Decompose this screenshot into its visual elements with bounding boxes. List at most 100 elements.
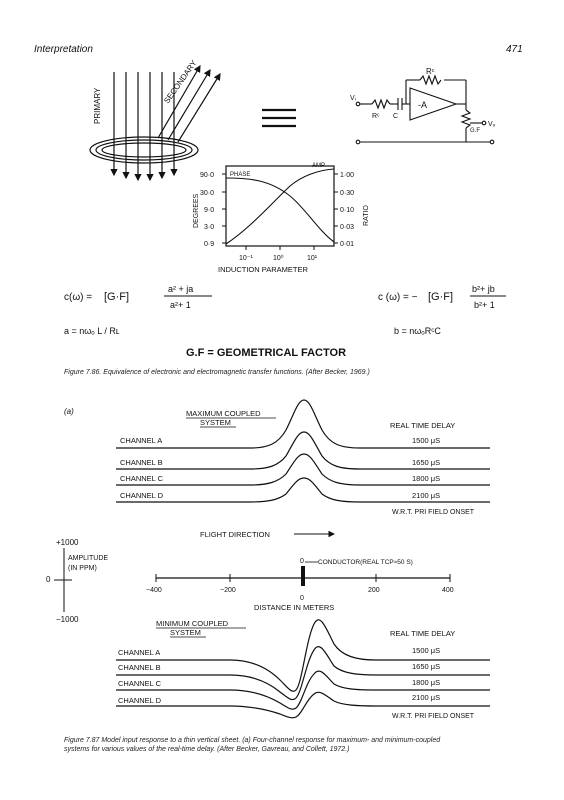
min-trace-c <box>116 670 490 710</box>
eq-left-gf: [G·F] <box>104 291 129 303</box>
eq-left-lhs: c(ω) = <box>64 292 92 303</box>
min-trace-d <box>116 691 490 719</box>
equivalence-symbol <box>262 108 296 128</box>
min-wrt: W.R.T. PRI FIELD ONSET <box>392 713 475 720</box>
circuit-rc-left: Rᶜ <box>372 113 380 120</box>
circuit-amp: -A <box>418 100 427 110</box>
eq-right-den: b²+ 1 <box>474 300 495 310</box>
panel-label: (a) <box>64 407 74 416</box>
primary-label: PRIMARY <box>93 87 102 124</box>
amp-label-2: (IN PPM) <box>68 565 97 572</box>
max-delay-b: 1650 μS <box>412 458 440 467</box>
min-channel-b: CHANNEL B <box>118 663 161 672</box>
max-channel-a: CHANNEL A <box>120 436 162 445</box>
chart-x-tick-1: 10⁰ <box>273 254 284 262</box>
distance-label: DISTANCE IN METERS <box>254 603 334 612</box>
chart-right-tick-2: 0·10 <box>340 207 354 214</box>
running-header: Interpretation <box>34 44 93 55</box>
max-title-2: SYSTEM <box>200 418 231 427</box>
chart-right-tick-1: 0·30 <box>340 190 354 197</box>
chart-left-tick-0: 90·0 <box>200 172 214 179</box>
amp-bottom: −1000 <box>56 615 79 624</box>
circuit-rc-top: Rᶜ <box>426 67 435 76</box>
max-wrt: W.R.T. PRI FIELD ONSET <box>392 509 475 516</box>
chart-ylabel-right: RATIO <box>363 205 370 226</box>
loop-outer <box>89 136 199 164</box>
min-title: MINIMUM COUPLED <box>156 619 229 628</box>
conductor-zero: 0 <box>300 558 304 565</box>
figure-786-caption: Figure 7.86. Equivalence of electronic a… <box>64 369 370 376</box>
loop-inner <box>101 142 187 158</box>
axis-tick-200: 200 <box>368 587 380 594</box>
min-channel-c: CHANNEL C <box>118 679 162 688</box>
max-coupled-traces <box>116 399 490 503</box>
min-trace-a <box>116 619 490 692</box>
min-channel-d: CHANNEL D <box>118 696 162 705</box>
flight-direction: FLIGHT DIRECTION <box>200 530 270 539</box>
eq-right-lhs: c (ω) = − <box>378 292 418 303</box>
conductor-label: CONDUCTOR(REAL TCP≈50 S) <box>318 559 413 566</box>
min-title-2: SYSTEM <box>170 628 201 637</box>
circuit-c: C <box>393 113 398 120</box>
eq-right-gf: [G·F] <box>428 291 453 303</box>
induction-chart <box>222 165 338 250</box>
amp-label: AMP <box>312 163 325 169</box>
circuit-schematic <box>355 74 495 145</box>
eq-right-num: b²+ jb <box>472 284 495 294</box>
max-delay-header: REAL TIME DELAY <box>390 421 455 430</box>
amp-top: +1000 <box>56 538 79 547</box>
def-a: a = nωₒ L / Rʟ <box>64 326 120 336</box>
max-delay-c: 1800 μS <box>412 474 440 483</box>
max-trace-c <box>116 453 490 486</box>
chart-x-tick-0: 10⁻¹ <box>239 255 253 262</box>
max-trace-a <box>116 399 490 449</box>
coil-schematic <box>89 64 221 182</box>
chart-left-tick-3: 3·0 <box>204 224 214 231</box>
min-trace-b <box>116 645 490 701</box>
amp-label-1: AMPLITUDE <box>68 555 108 562</box>
phase-label: PHASE <box>230 172 250 178</box>
amp-zero: 0 <box>46 575 51 584</box>
max-channel-d: CHANNEL D <box>120 491 164 500</box>
axis-tick-0: 0 <box>300 595 304 602</box>
min-delay-c: 1800 μS <box>412 678 440 687</box>
chart-right-tick-3: 0·03 <box>340 224 354 231</box>
max-trace-b <box>116 431 490 470</box>
circuit-vi: Vᵢ <box>350 95 356 102</box>
amp-curve <box>225 168 335 245</box>
def-b: b = nωₒRᶜC <box>394 326 441 336</box>
max-title: MAXIMUM COUPLED <box>186 409 261 418</box>
chart-right-tick-0: 1·00 <box>340 172 354 179</box>
max-delay-a: 1500 μS <box>412 436 440 445</box>
axis-tick-400: 400 <box>442 587 454 594</box>
axis-tick-m400: −400 <box>146 587 162 594</box>
eq-left-den: a²+ 1 <box>170 300 191 310</box>
phase-curve <box>225 177 335 243</box>
page-number: 471 <box>506 44 523 55</box>
equation-left: c(ω) = [G·F] a² + ja a²+ 1 <box>64 284 212 310</box>
equation-right: c (ω) = − [G·F] b²+ jb b²+ 1 <box>378 284 506 310</box>
axis-tick-m200: −200 <box>220 587 236 594</box>
min-delay-a: 1500 μS <box>412 646 440 655</box>
chart-left-tick-4: 0·9 <box>204 241 214 248</box>
min-delay-header: REAL TIME DELAY <box>390 629 455 638</box>
min-channel-a: CHANNEL A <box>118 648 160 657</box>
circuit-vo: Vₒ <box>488 121 496 128</box>
min-coupled-traces <box>116 619 490 719</box>
chart-left-tick-1: 30·0 <box>200 190 214 197</box>
chart-right-tick-4: 0·01 <box>340 241 354 248</box>
conductor-marker <box>301 566 305 586</box>
max-trace-d <box>116 477 490 503</box>
max-delay-d: 2100 μS <box>412 491 440 500</box>
figure-787-caption: Figure 7.87 Model input response to a th… <box>64 737 441 753</box>
chart-ylabel-left: DEGREES <box>193 193 200 228</box>
chart-x-tick-2: 10¹ <box>307 255 318 262</box>
max-channel-b: CHANNEL B <box>120 458 163 467</box>
chart-left-tick-2: 9·0 <box>204 207 214 214</box>
eq-left-num: a² + ja <box>168 284 193 294</box>
min-delay-d: 2100 μS <box>412 693 440 702</box>
gf-title: G.F = GEOMETRICAL FACTOR <box>186 347 346 359</box>
circuit-gf: G.F <box>470 128 480 134</box>
chart-xlabel: INDUCTION PARAMETER <box>218 265 308 274</box>
